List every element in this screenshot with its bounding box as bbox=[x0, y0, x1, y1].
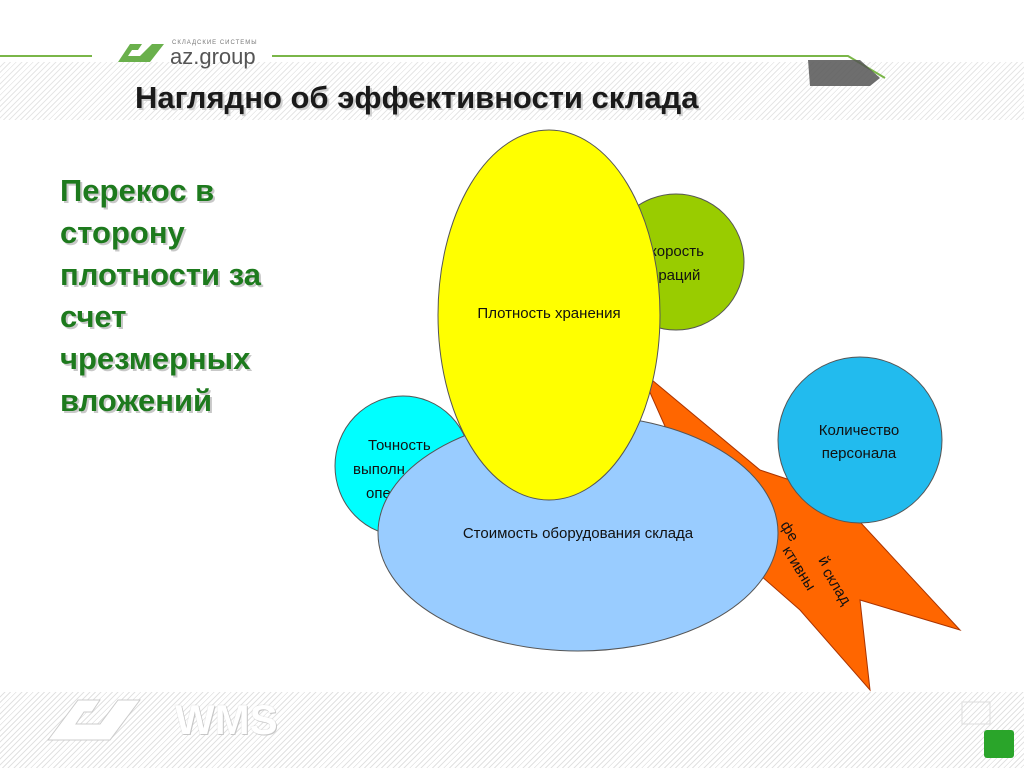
staff-circle bbox=[777, 356, 943, 524]
caption-line: вложений bbox=[60, 383, 213, 418]
caption-line: сторону bbox=[60, 215, 185, 250]
logo-brand: az.group bbox=[170, 44, 256, 69]
storage-density-label: Плотность хранения bbox=[477, 305, 620, 322]
caption-line: плотности за bbox=[60, 257, 261, 292]
equipment-cost-label: Стоимость оборудования склада bbox=[463, 525, 694, 542]
az-logo-icon bbox=[118, 44, 164, 62]
accuracy-label-line: Точность bbox=[368, 437, 431, 454]
staff-label-line: Количество bbox=[819, 422, 900, 439]
accuracy-label-line: опе bbox=[366, 485, 391, 502]
footer-hatch-band bbox=[0, 692, 1024, 768]
caption-line: счет bbox=[60, 299, 127, 334]
wms-logo-icon bbox=[47, 699, 141, 741]
staff-label-line: персонала bbox=[822, 445, 897, 462]
page-title: Наглядно об эффективности склада bbox=[135, 80, 699, 115]
footer-brand: WMS bbox=[175, 696, 278, 743]
accuracy-label-line: выполн bbox=[353, 461, 405, 478]
caption-line: чрезмерных bbox=[60, 341, 251, 376]
corner-badge bbox=[984, 730, 1014, 758]
speed-label-line: ераций bbox=[650, 267, 700, 284]
storage-density-ellipse bbox=[437, 129, 661, 501]
logo-tagline: СКЛАДСКИЕ СИСТЕМЫ bbox=[172, 40, 258, 46]
speed-label-line: корость bbox=[650, 243, 704, 260]
caption-line: Перекос в bbox=[60, 173, 215, 208]
left-caption: Перекос в сторону плотности за счет чрез… bbox=[60, 170, 330, 422]
